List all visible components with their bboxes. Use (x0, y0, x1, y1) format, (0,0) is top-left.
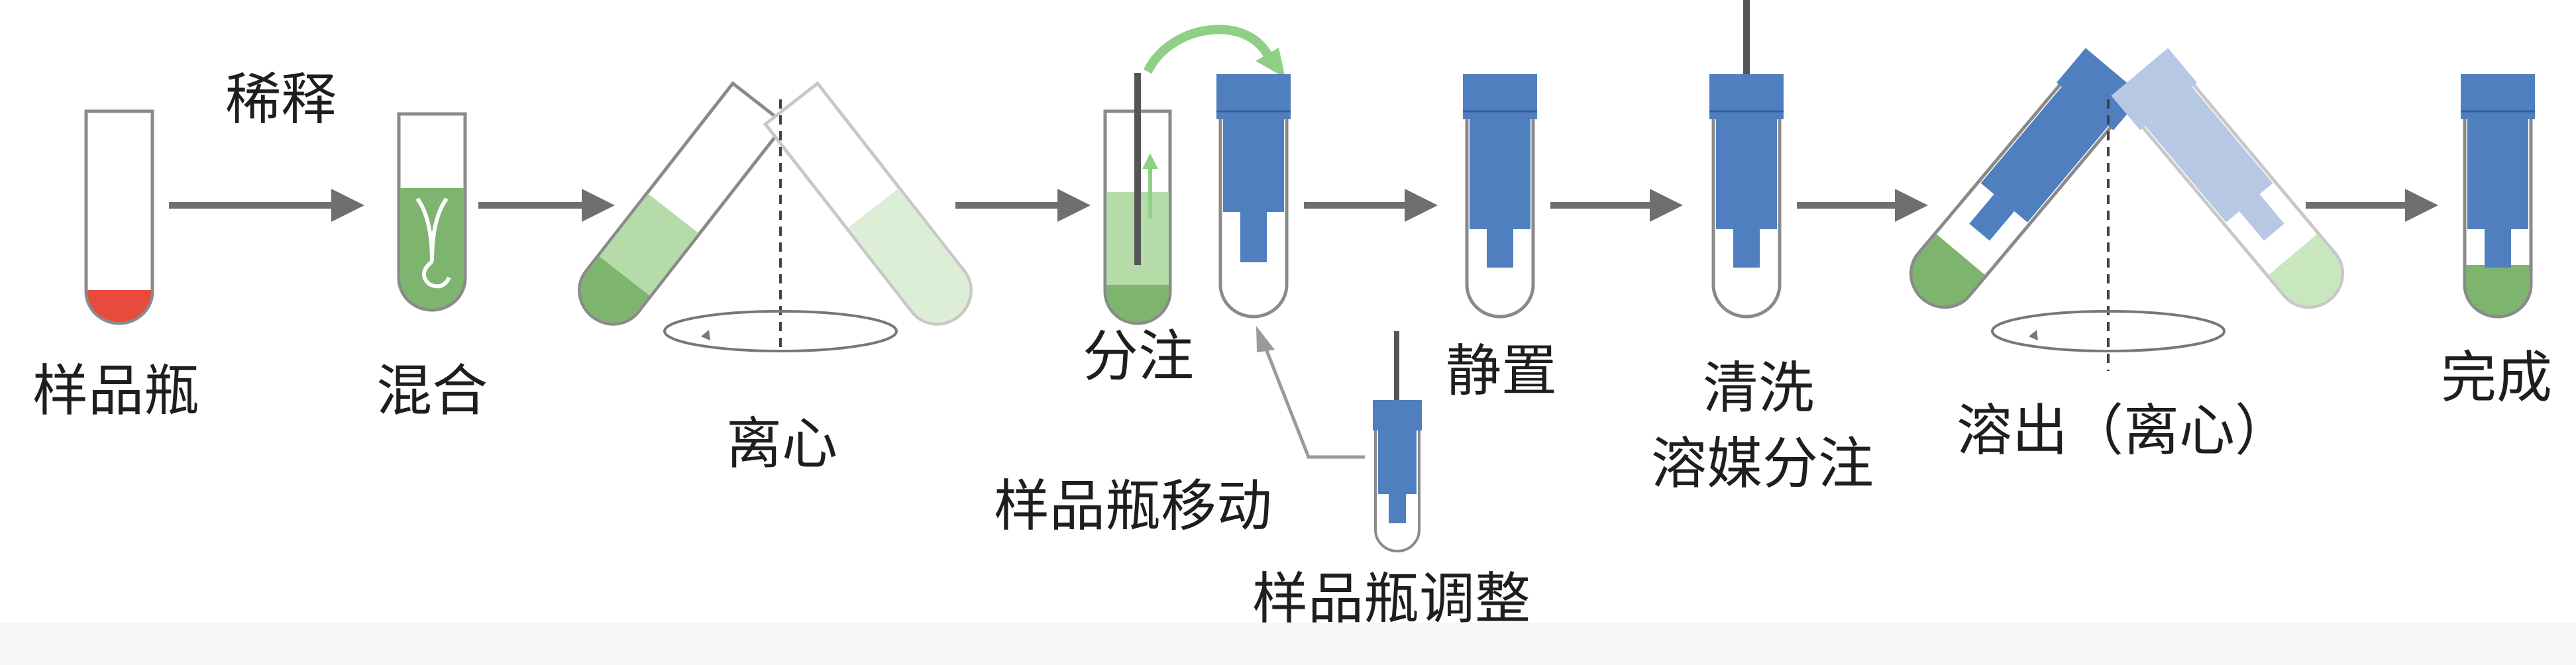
mix-tube (397, 112, 467, 312)
elute-tube-faded (2111, 48, 2345, 309)
label-complete: 完成 (2440, 345, 2553, 410)
label-adjust-vial: 样品瓶调整 (1252, 566, 1531, 631)
label-solvent-dispense: 溶媒分注 (1650, 431, 1874, 496)
label-wash: 清洗 (1702, 356, 1815, 421)
label-stand: 静置 (1445, 338, 1558, 403)
label-dispense: 分注 (1082, 324, 1195, 389)
adjust-vial-tube (1373, 331, 1422, 552)
curved-arrow-icon (1143, 25, 1277, 74)
rotation-ellipse-icon (1991, 310, 2226, 352)
label-move-vial: 样品瓶移动 (993, 474, 1273, 538)
centrifuge-tube-tilted (578, 81, 788, 326)
label-elute: 溶出（离心） (1956, 398, 2291, 463)
dispense-tube (1103, 73, 1172, 325)
elute-tube-tilted (1909, 48, 2143, 309)
label-dilute: 稀释 (225, 67, 337, 132)
bottom-band (0, 623, 2576, 665)
wash-vial (1709, 0, 1784, 319)
label-sample-vial: 样品瓶 (32, 358, 200, 423)
complete-vial (2461, 74, 2535, 319)
label-centrifuge: 离心 (725, 411, 838, 476)
cartridge-vial (1216, 74, 1291, 319)
mix-swirl-icon (415, 197, 449, 262)
centrifuge-tube-faded (763, 81, 973, 326)
rotation-ellipse-icon (663, 310, 898, 352)
pointer-arrow-icon (1260, 338, 1365, 459)
label-mix: 混合 (376, 358, 488, 423)
stand-vial (1463, 74, 1537, 319)
sample-vial-tube (84, 109, 154, 325)
